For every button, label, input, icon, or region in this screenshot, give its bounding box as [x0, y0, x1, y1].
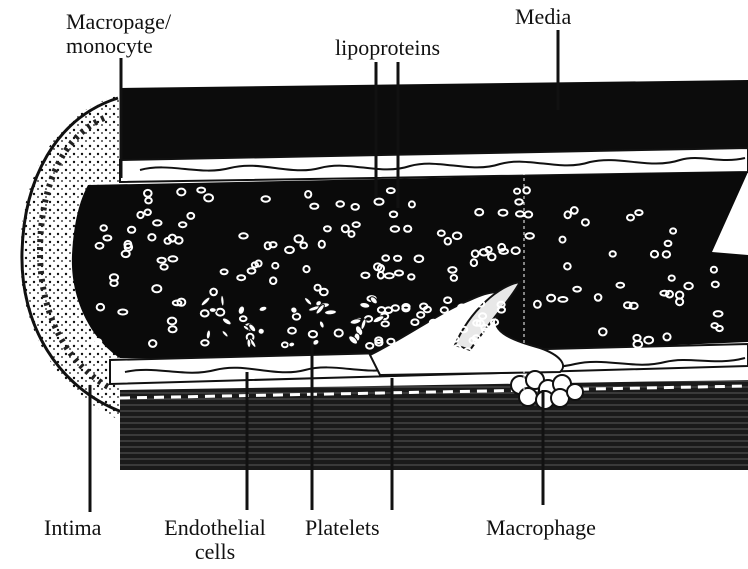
platelet: [258, 328, 265, 335]
label-macrophage-line1: Macropage/: [66, 10, 171, 34]
label-endothelial-cells: Endothelial cells: [150, 516, 280, 564]
label-lipoproteins: lipoproteins: [335, 36, 440, 60]
label-macrophage-monocyte: Macropage/ monocyte: [66, 10, 171, 58]
label-intima: Intima: [44, 516, 101, 540]
label-media: Media: [515, 5, 571, 29]
label-macrophage-line2: monocyte: [66, 34, 171, 58]
platelet: [324, 309, 336, 315]
platelet: [209, 307, 216, 312]
label-endothelial-line2: cells: [150, 540, 280, 564]
label-platelets: Platelets: [305, 516, 380, 540]
platelet: [220, 295, 224, 306]
platelet: [247, 339, 251, 348]
label-endothelial-line1: Endothelial: [150, 516, 280, 540]
label-macrophage: Macrophage: [486, 516, 596, 540]
media-layer: [120, 80, 748, 160]
